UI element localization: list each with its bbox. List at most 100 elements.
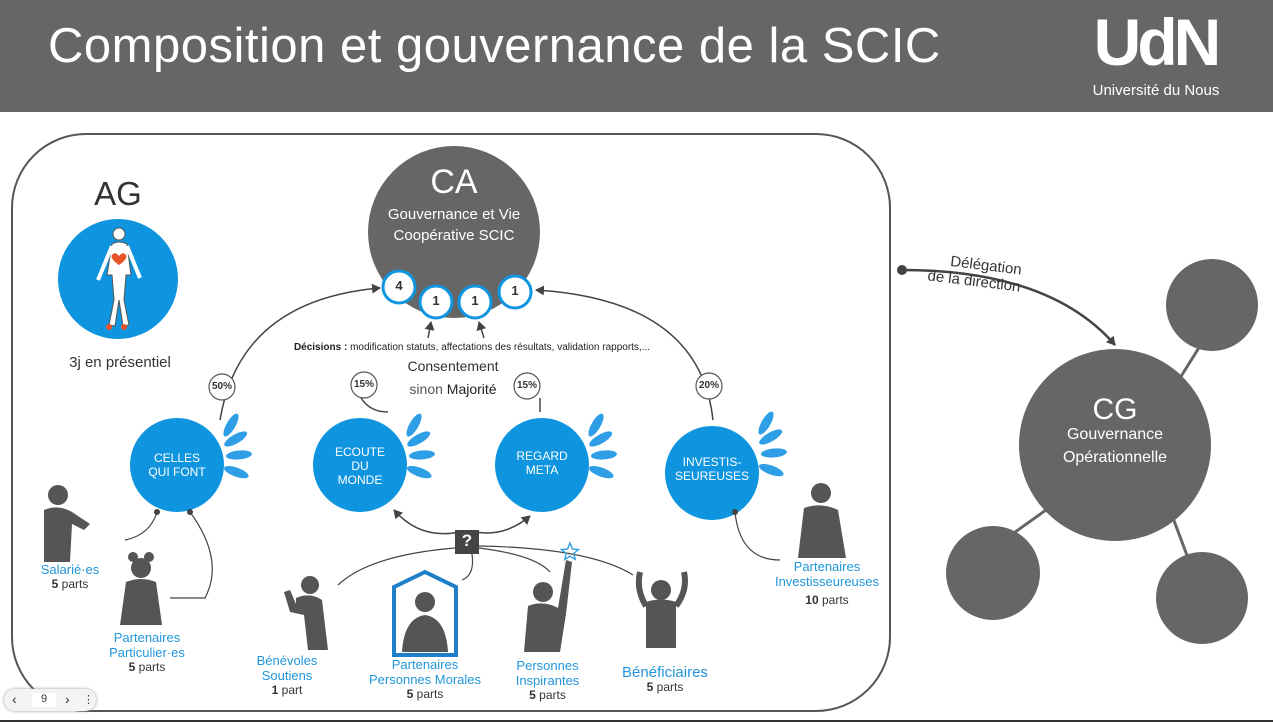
member-inspirantes: Personnes Inspirantes 5 parts xyxy=(500,658,595,703)
member-unit: parts xyxy=(656,680,684,695)
weight-label: 50% xyxy=(211,381,232,392)
seat-label: 1 xyxy=(432,293,440,308)
person-beneficiaire-icon xyxy=(635,571,688,648)
person-benevole-icon xyxy=(284,576,328,650)
college-celles-circle xyxy=(130,418,224,512)
arrow-hub-to-ecoute xyxy=(393,509,461,535)
college-investis-circle xyxy=(665,426,759,520)
arrow-hub-to-regard xyxy=(475,515,531,534)
scic-frame xyxy=(11,133,891,712)
member-name: Salarié·es xyxy=(40,562,100,577)
ag-feet-left-icon xyxy=(106,324,112,330)
cg-satellite-circle xyxy=(1156,552,1248,644)
decisions-label: Décisions : xyxy=(293,342,348,353)
college-line: ECOUTE xyxy=(334,445,385,459)
member-unit: parts xyxy=(416,686,444,701)
connector-hub-inspirantes xyxy=(478,547,551,573)
cg-line1: Gouvernance xyxy=(1066,426,1164,443)
college-regard-circle xyxy=(495,418,589,512)
member-name-2: Soutiens xyxy=(261,667,313,683)
college-ecoute-label: ECOUTE DU MONDE xyxy=(320,445,400,487)
seat-circle xyxy=(418,284,454,320)
star-icon xyxy=(559,541,581,562)
weight-badge xyxy=(350,371,378,399)
connector-hub-morales xyxy=(461,553,474,581)
member-parts: 1 xyxy=(271,682,279,697)
ca-line2: Coopérative SCIC xyxy=(393,227,515,244)
delegation-arrow xyxy=(901,268,1116,346)
college-regard-label: REGARD META xyxy=(502,449,582,478)
next-slide-button[interactable]: › xyxy=(65,691,70,707)
member-parts: 5 xyxy=(128,659,136,674)
member-unit: parts xyxy=(539,687,566,702)
member-name-2: Personnes Morales xyxy=(369,671,481,687)
arrow-decision-to-seat1 xyxy=(424,321,435,339)
college-investis-label: INVESTIS- SEUREUSES xyxy=(672,455,752,484)
member-parts: 5 xyxy=(406,686,414,701)
member-name: Partenaires xyxy=(391,657,459,672)
member-parts: 10 xyxy=(805,592,819,607)
leaf-icon xyxy=(403,411,436,481)
person-inspirante-icon xyxy=(524,560,572,652)
arrow-investis-to-ca xyxy=(535,285,714,421)
member-name: Partenaires xyxy=(113,630,181,645)
connector-salaries xyxy=(124,511,158,541)
member-salaries: Salarié·es 5 parts xyxy=(20,562,120,592)
seat-label: 1 xyxy=(471,293,479,308)
seat-circle xyxy=(381,269,417,305)
cg-circle xyxy=(1019,349,1211,541)
ag-feet-right-icon xyxy=(121,324,127,330)
decision-rule-prefix: sinon xyxy=(409,381,447,397)
college-line: MONDE xyxy=(337,472,383,487)
college-line: SEUREUSES xyxy=(674,468,750,483)
college-line: CELLES xyxy=(153,451,201,465)
weight-badge xyxy=(208,373,236,401)
cg-title: CG xyxy=(1092,393,1138,426)
person-salarie-icon xyxy=(44,485,90,562)
ag-subtitle: 3j en présentiel xyxy=(69,354,171,371)
decisions-line: Décisions : modification statuts, affect… xyxy=(262,342,682,354)
weight-badge xyxy=(695,372,723,400)
seat-circles xyxy=(381,269,533,320)
decision-rule-majority: sinon Majorité xyxy=(378,381,528,397)
prev-slide-button[interactable]: ‹ xyxy=(12,691,17,707)
cg-satellite-circle xyxy=(946,526,1040,620)
logo-subtitle: Université du Nous xyxy=(1092,82,1220,99)
ca-line1: Gouvernance et Vie xyxy=(387,206,521,223)
udn-logo: UdN xyxy=(1093,5,1222,79)
member-unit: parts xyxy=(61,576,89,591)
weight-label: 20% xyxy=(698,380,719,391)
ca-title: CA xyxy=(430,163,478,201)
leaf-icon xyxy=(755,409,788,479)
weight-label: 15% xyxy=(516,380,537,391)
member-name-2: Inspirantes xyxy=(515,672,580,688)
page-number: 9 xyxy=(32,693,56,707)
cg-line2: Opérationnelle xyxy=(1062,449,1168,466)
member-parts: 5 xyxy=(51,576,59,591)
member-name-2: Particulier·es xyxy=(109,644,185,660)
member-unit: part xyxy=(281,682,303,697)
slide-title: Composition et gouvernance de la SCIC xyxy=(48,19,941,73)
arrow-decision-to-seat2 xyxy=(476,321,487,339)
cg-satellite-circle xyxy=(1166,259,1258,351)
decision-rule-consent: Consentement xyxy=(407,358,499,374)
college-celles-label: CELLES QUI FONT xyxy=(137,451,217,480)
connector-investisseureuses xyxy=(734,511,781,561)
question-mark: ? xyxy=(461,531,473,550)
member-particulieres: Partenaires Particulier·es 5 parts xyxy=(92,630,202,675)
college-ecoute-circle xyxy=(313,418,407,512)
person-particuliere-icon xyxy=(120,552,162,625)
leaf-icon xyxy=(585,411,618,481)
member-name: Bénévoles xyxy=(256,653,318,668)
more-options-button[interactable]: ⋮ xyxy=(83,694,94,706)
person-morale-icon xyxy=(392,569,458,657)
member-name: Bénéficiaires xyxy=(622,664,708,681)
member-benevoles: Bénévoles Soutiens 1 part xyxy=(240,653,334,698)
seat-label: 1 xyxy=(511,283,519,298)
connector-particuliers xyxy=(170,511,213,599)
member-name: Personnes xyxy=(516,658,579,673)
member-investisseureuses: Partenaires Investisseureuses 10 parts xyxy=(762,559,892,608)
question-box xyxy=(455,530,479,554)
college-line: DU xyxy=(351,458,369,473)
leaf-icon xyxy=(220,411,253,481)
